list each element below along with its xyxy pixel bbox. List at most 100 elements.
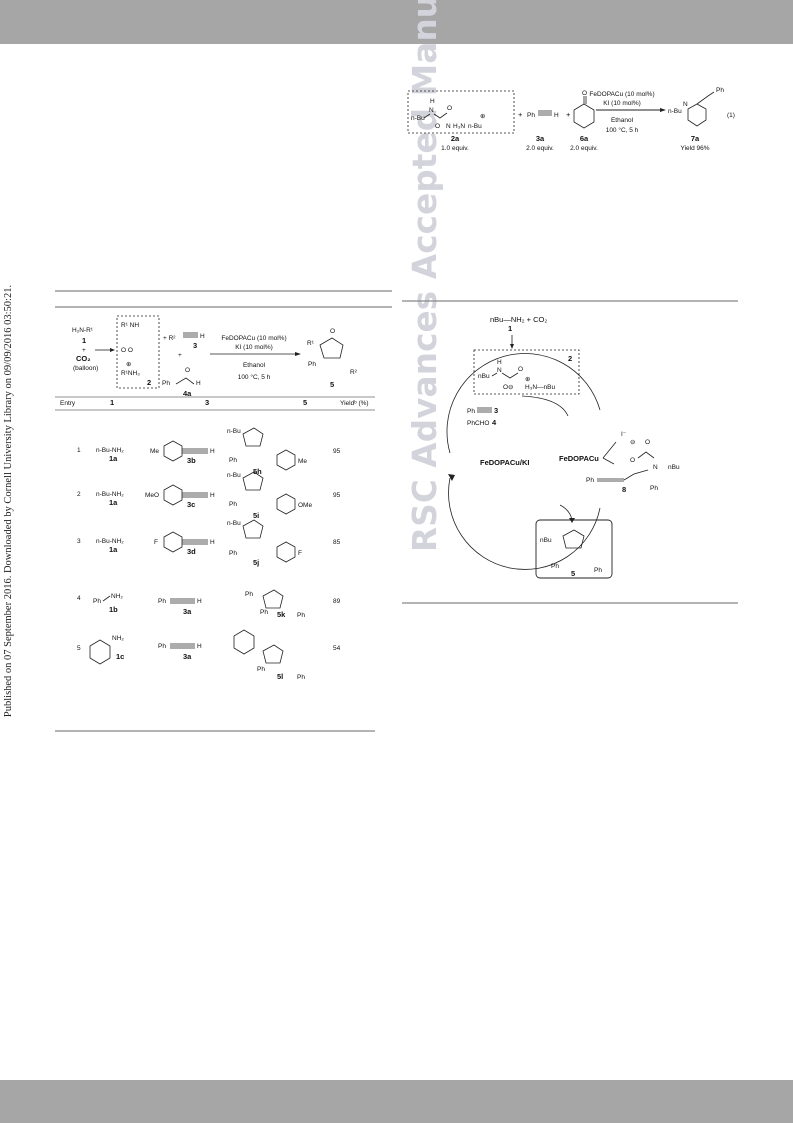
product-cyclohexane xyxy=(687,103,707,127)
eq1-solvent: Ethanol xyxy=(611,117,634,124)
row-oxazolidinone-ring xyxy=(242,427,264,447)
table-row: 1 n-Bu-NH₂ 1a Me H 3b n-Bu Ph Me 5h 95 xyxy=(77,427,341,476)
scheme-text: Ph xyxy=(650,485,658,492)
table-intermediate-text: O O xyxy=(121,347,133,354)
row-product-substituent: Me xyxy=(298,458,307,465)
row-cyclohexyl-ring xyxy=(89,639,111,665)
scheme-box-nbu: nBu xyxy=(478,373,490,380)
equation-1: n-Bu N H O O N H₃N n-Bu ⊕ 2a 1.0 equiv. … xyxy=(407,87,735,152)
row-amine: NH₂ xyxy=(111,593,123,600)
table-aldehyde-label: 4a xyxy=(183,389,192,398)
col-header-alkyne: 3 xyxy=(205,398,209,407)
scheme-text: Ph xyxy=(586,477,594,484)
row-product-substituent: F xyxy=(298,550,302,557)
scheme-arrow-in xyxy=(521,395,569,417)
row-product-substituent: Ph xyxy=(297,674,305,681)
eq1-number: (1) xyxy=(727,112,735,119)
row-yield: 95 xyxy=(333,448,341,455)
row-oxazolidinone-ring xyxy=(242,471,264,491)
eq1-nbu-1: n-Bu xyxy=(411,115,425,122)
table-amine-generic: H₂N-R¹ xyxy=(72,327,94,334)
eq1-ketone-o: O xyxy=(582,90,587,97)
row-alkyne-substituent: MeO xyxy=(145,492,159,499)
table-row: 4 Ph NH₂ 1b Ph H 3a Ph Ph Ph 5k 89 xyxy=(77,589,341,619)
table-text: Ph xyxy=(245,591,253,598)
scheme-text: O⊖ xyxy=(503,384,514,391)
eq1-n: N xyxy=(429,107,434,114)
table-intermediate-text: ⊕ xyxy=(126,361,132,368)
scheme-bonds xyxy=(477,407,492,413)
table-text: Ph xyxy=(260,609,268,616)
scheme-text: ⊖ xyxy=(630,439,636,446)
row-yield: 85 xyxy=(333,539,341,546)
row-oxazolidinone-ring xyxy=(242,519,264,539)
row-alkyne-label: 3c xyxy=(187,500,195,509)
table-text: + R² xyxy=(163,335,176,342)
header-bar xyxy=(0,0,793,44)
table-balloon: (balloon) xyxy=(73,365,98,372)
row-amine: n-Bu-NH₂ xyxy=(96,538,124,545)
row-amine: n-Bu-NH₂ xyxy=(96,447,124,454)
row-amine-label: 1a xyxy=(109,545,118,554)
eq1-3a-equiv: 2.0 equiv. xyxy=(526,145,554,152)
row-product-substituent: Ph xyxy=(297,612,305,619)
row-amine-label: 1c xyxy=(116,652,124,661)
row-entry: 3 xyxy=(77,538,81,545)
table-arrowhead-2 xyxy=(295,352,301,356)
scheme-text: 4 xyxy=(492,418,497,427)
scheme-arrowhead xyxy=(569,518,575,523)
row-product-aryl xyxy=(276,541,296,563)
eq1-7a-label: 7a xyxy=(691,134,700,143)
eq1-nbu-2: n-Bu xyxy=(468,123,482,130)
cyclohexanone-ring xyxy=(573,103,595,129)
mechanism-scheme: nBu—NH₂ + CO₂ 1 nBu H N O O⊖ ⊕ H₃N—nBu 2… xyxy=(402,300,738,604)
table-text: Ph xyxy=(229,501,237,508)
eq1-product-nbu: n-Bu xyxy=(668,108,682,115)
table-arrowhead-1 xyxy=(110,348,115,352)
eq1-alkyne-bond xyxy=(538,110,552,116)
table-intermediate-text: R¹NH₃ xyxy=(121,370,140,377)
row-alkyne-label: 3a xyxy=(183,652,192,661)
scheme-text: H xyxy=(497,359,502,366)
table-aldehyde-bonds xyxy=(175,377,195,385)
table-text: n-Bu xyxy=(227,472,241,479)
eq1-product-ph: Ph xyxy=(716,87,724,94)
table-co2: CO₂ xyxy=(76,354,91,363)
table-additive: KI (10 mol%) xyxy=(235,344,273,351)
scheme-catalyst-left: FeDOPACu/KI xyxy=(480,458,529,467)
table-row: 2 n-Bu-NH₂ 1a MeO H 3c n-Bu Ph OMe 5i 95 xyxy=(77,471,341,520)
scheme-text: 3 xyxy=(494,406,498,415)
table-text: n-Bu xyxy=(227,428,241,435)
row-entry: 5 xyxy=(77,645,81,652)
row-amine-label: 1a xyxy=(109,498,118,507)
catalytic-cycle-top-arc xyxy=(446,353,601,454)
row-product-label: 5l xyxy=(277,672,283,681)
scheme-box-label: 2 xyxy=(568,354,572,363)
table-text: H xyxy=(197,598,202,605)
scheme-top-reaction: nBu—NH₂ + CO₂ xyxy=(490,315,547,324)
scheme-bonds xyxy=(602,441,617,465)
table-text: H xyxy=(210,492,215,499)
table-text: H xyxy=(197,643,202,650)
row-amine-label: 1b xyxy=(109,605,118,614)
table-text: O xyxy=(330,328,335,335)
eq1-7a-yield: Yield 96% xyxy=(680,145,709,152)
scheme-arrow-out xyxy=(559,504,573,521)
product-box xyxy=(535,519,613,579)
table-conditions: 100 °C, 5 h xyxy=(238,373,271,381)
table-text: Ph xyxy=(229,457,237,464)
table-text: H xyxy=(210,539,215,546)
table-text: O xyxy=(185,367,190,374)
eq1-6a-equiv: 2.0 equiv. xyxy=(570,145,598,152)
col-header-amine: 1 xyxy=(110,398,114,407)
row-product-label: 5h xyxy=(253,467,262,476)
row-alkyne-substituent: F xyxy=(154,539,158,546)
row-oxazolidinone-ring xyxy=(262,644,284,664)
table-row: 5 NH₂ 1c Ph H 3a Ph Ph 5l 54 xyxy=(77,629,341,681)
table-text: H xyxy=(210,448,215,455)
row-product-aryl xyxy=(276,449,296,471)
scheme-top-label: 1 xyxy=(508,324,512,333)
scheme-text: ⊕ xyxy=(525,376,531,383)
row-product-label: 5k xyxy=(277,610,286,619)
row-product-aryl xyxy=(276,493,296,515)
